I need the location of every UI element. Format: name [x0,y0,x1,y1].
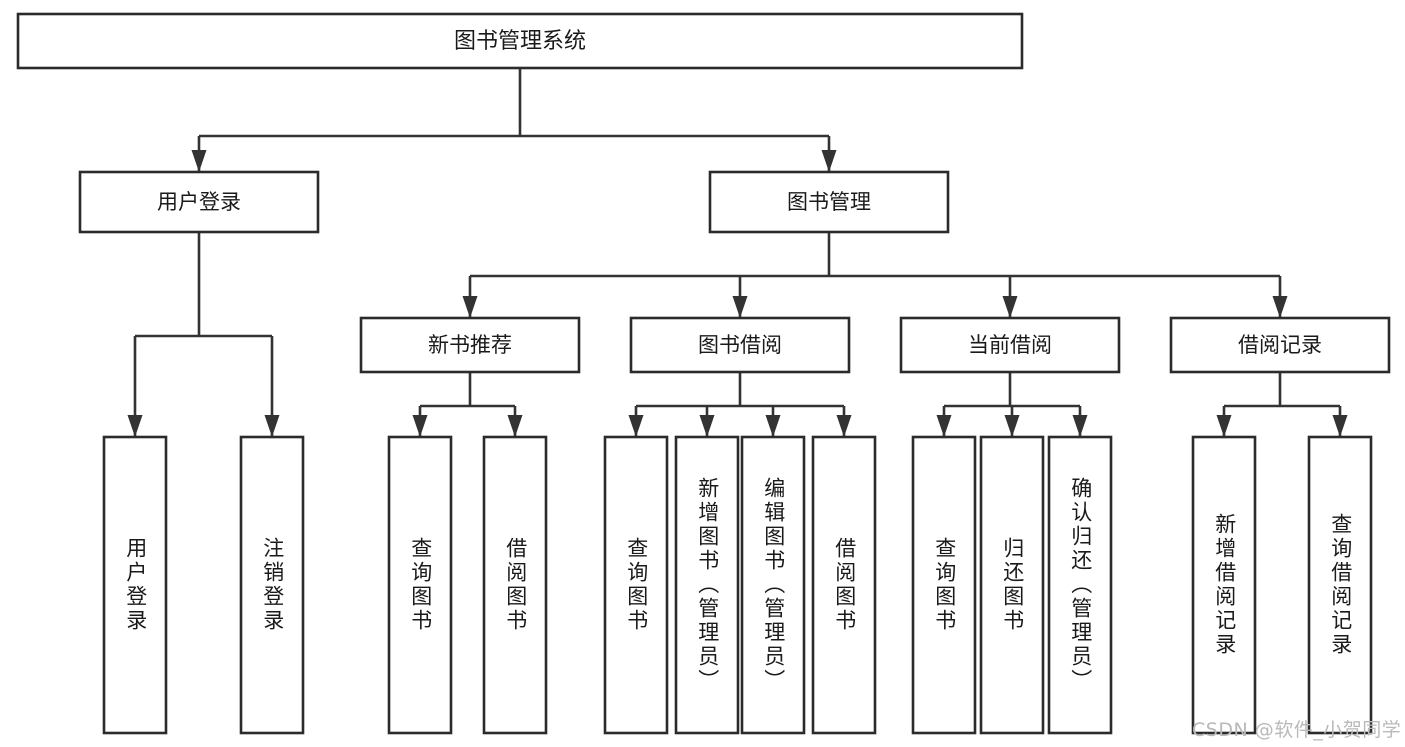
node-box-book-manage[interactable]: 图书管理 [708,170,950,234]
node-box-borrow-record[interactable]: 借阅记录 [1169,316,1391,374]
box-outline [102,435,168,735]
arrowhead-user-login-0 [127,415,143,437]
node-label-user-login: 用户登录 [157,190,241,214]
node-box-leaf-query-book-1[interactable] [387,435,453,735]
node-box-leaf-confirm-return[interactable] [1047,435,1113,735]
csdn-watermark: CSDN @软件_小贺同学 [1192,719,1402,741]
box-outline [1191,435,1257,735]
node-box-leaf-user-login[interactable] [102,435,168,735]
arrowhead-root-0 [191,150,207,172]
node-box-leaf-add-record[interactable] [1191,435,1257,735]
box-outline [708,170,950,234]
node-box-current-borrow[interactable]: 当前借阅 [899,316,1121,374]
node-box-leaf-query-book-3[interactable] [911,435,977,735]
box-outline [911,435,977,735]
connectors-layer [127,68,1348,437]
node-box-book-borrow[interactable]: 图书借阅 [629,316,851,374]
arrowhead-new-book-recommend-1 [507,415,523,437]
arrowhead-current-borrow-1 [1004,415,1020,437]
arrowhead-book-manage-3 [1272,296,1288,318]
arrowhead-book-borrow-3 [836,415,852,437]
box-outline [1047,435,1113,735]
arrowhead-borrow-record-1 [1332,415,1348,437]
box-outline [979,435,1045,735]
arrowhead-root-1 [821,150,837,172]
arrowhead-book-manage-0 [462,296,478,318]
node-box-leaf-query-book-2[interactable] [603,435,669,735]
box-outline [482,435,548,735]
arrowhead-current-borrow-0 [936,415,952,437]
box-outline [603,435,669,735]
box-outline [674,435,740,735]
box-outline [1307,435,1373,735]
arrowhead-book-manage-2 [1002,296,1018,318]
arrowhead-user-login-1 [264,415,280,437]
arrowhead-current-borrow-2 [1072,415,1088,437]
arrowhead-new-book-recommend-0 [412,415,428,437]
node-label-new-book-recommend: 新书推荐 [428,333,512,357]
box-outline [1169,316,1391,374]
node-box-leaf-borrow-book-2[interactable] [811,435,877,735]
box-outline [16,12,1024,70]
node-box-root[interactable]: 图书管理系统 [16,12,1024,70]
box-outline [387,435,453,735]
node-label-current-borrow: 当前借阅 [968,333,1052,357]
box-outline [359,316,581,374]
arrowhead-book-manage-1 [732,296,748,318]
node-label-root: 图书管理系统 [454,29,586,54]
node-box-leaf-add-book-admin[interactable] [674,435,740,735]
node-box-leaf-borrow-book-1[interactable] [482,435,548,735]
box-outline [239,435,305,735]
box-outline [740,435,806,735]
arrowhead-book-borrow-2 [765,415,781,437]
arrowhead-book-borrow-1 [699,415,715,437]
node-box-leaf-user-logout[interactable] [239,435,305,735]
box-outline [78,170,320,234]
arrowhead-book-borrow-0 [628,415,644,437]
node-box-user-login[interactable]: 用户登录 [78,170,320,234]
node-box-leaf-return-book[interactable] [979,435,1045,735]
node-box-new-book-recommend[interactable]: 新书推荐 [359,316,581,374]
box-outline [899,316,1121,374]
arrowhead-borrow-record-0 [1216,415,1232,437]
node-box-leaf-query-record[interactable] [1307,435,1373,735]
node-box-leaf-edit-book-admin[interactable] [740,435,806,735]
node-label-borrow-record: 借阅记录 [1238,333,1322,357]
box-outline [811,435,877,735]
node-label-book-borrow: 图书借阅 [698,333,782,357]
box-outline [629,316,851,374]
node-label-book-manage: 图书管理 [787,190,871,214]
